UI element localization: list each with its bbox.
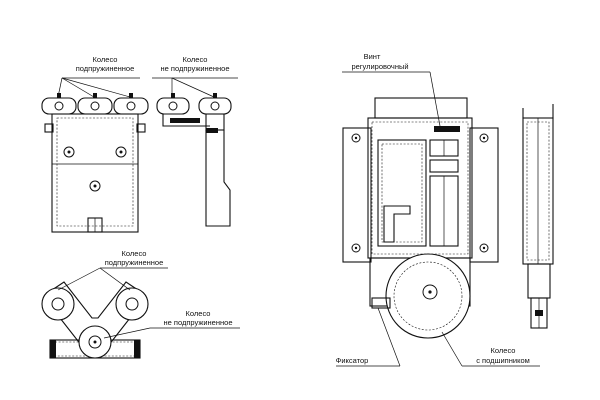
label-adjusting-screw-line2: регулировочный bbox=[351, 62, 408, 71]
front-view-assembly bbox=[41, 93, 149, 233]
carriage-main-view bbox=[342, 97, 499, 339]
label-top-left-unsprung-line1: Колесо bbox=[183, 55, 208, 64]
top-view-assembly bbox=[41, 281, 149, 359]
label-bearing-wheel-line2: с подшипником bbox=[476, 356, 530, 365]
bottom-left-callouts bbox=[57, 267, 240, 339]
right-callouts bbox=[336, 71, 540, 367]
label-bottom-left-unsprung-line1: Колесо bbox=[186, 309, 211, 318]
label-bottom-left-sprung-line1: Колесо bbox=[122, 249, 147, 258]
label-bearing-wheel-line1: Колесо bbox=[491, 346, 516, 355]
label-retainer: Фиксатор bbox=[336, 356, 369, 365]
label-top-left-sprung-line2: подпружиненное bbox=[76, 64, 135, 73]
side-view-assembly bbox=[156, 93, 232, 227]
label-top-left-sprung-line1: Колесо bbox=[93, 55, 118, 64]
label-top-left-unsprung-line2: не подпружиненное bbox=[161, 64, 230, 73]
label-bottom-left-sprung-line2: подпружиненное bbox=[105, 258, 164, 267]
carriage-side-profile bbox=[522, 104, 554, 329]
front-view-wheels bbox=[41, 93, 149, 115]
label-adjusting-screw-line1: Винт bbox=[364, 52, 381, 61]
top-left-callouts bbox=[57, 77, 238, 98]
label-bottom-left-unsprung-line2: не подпружиненное bbox=[164, 318, 233, 327]
